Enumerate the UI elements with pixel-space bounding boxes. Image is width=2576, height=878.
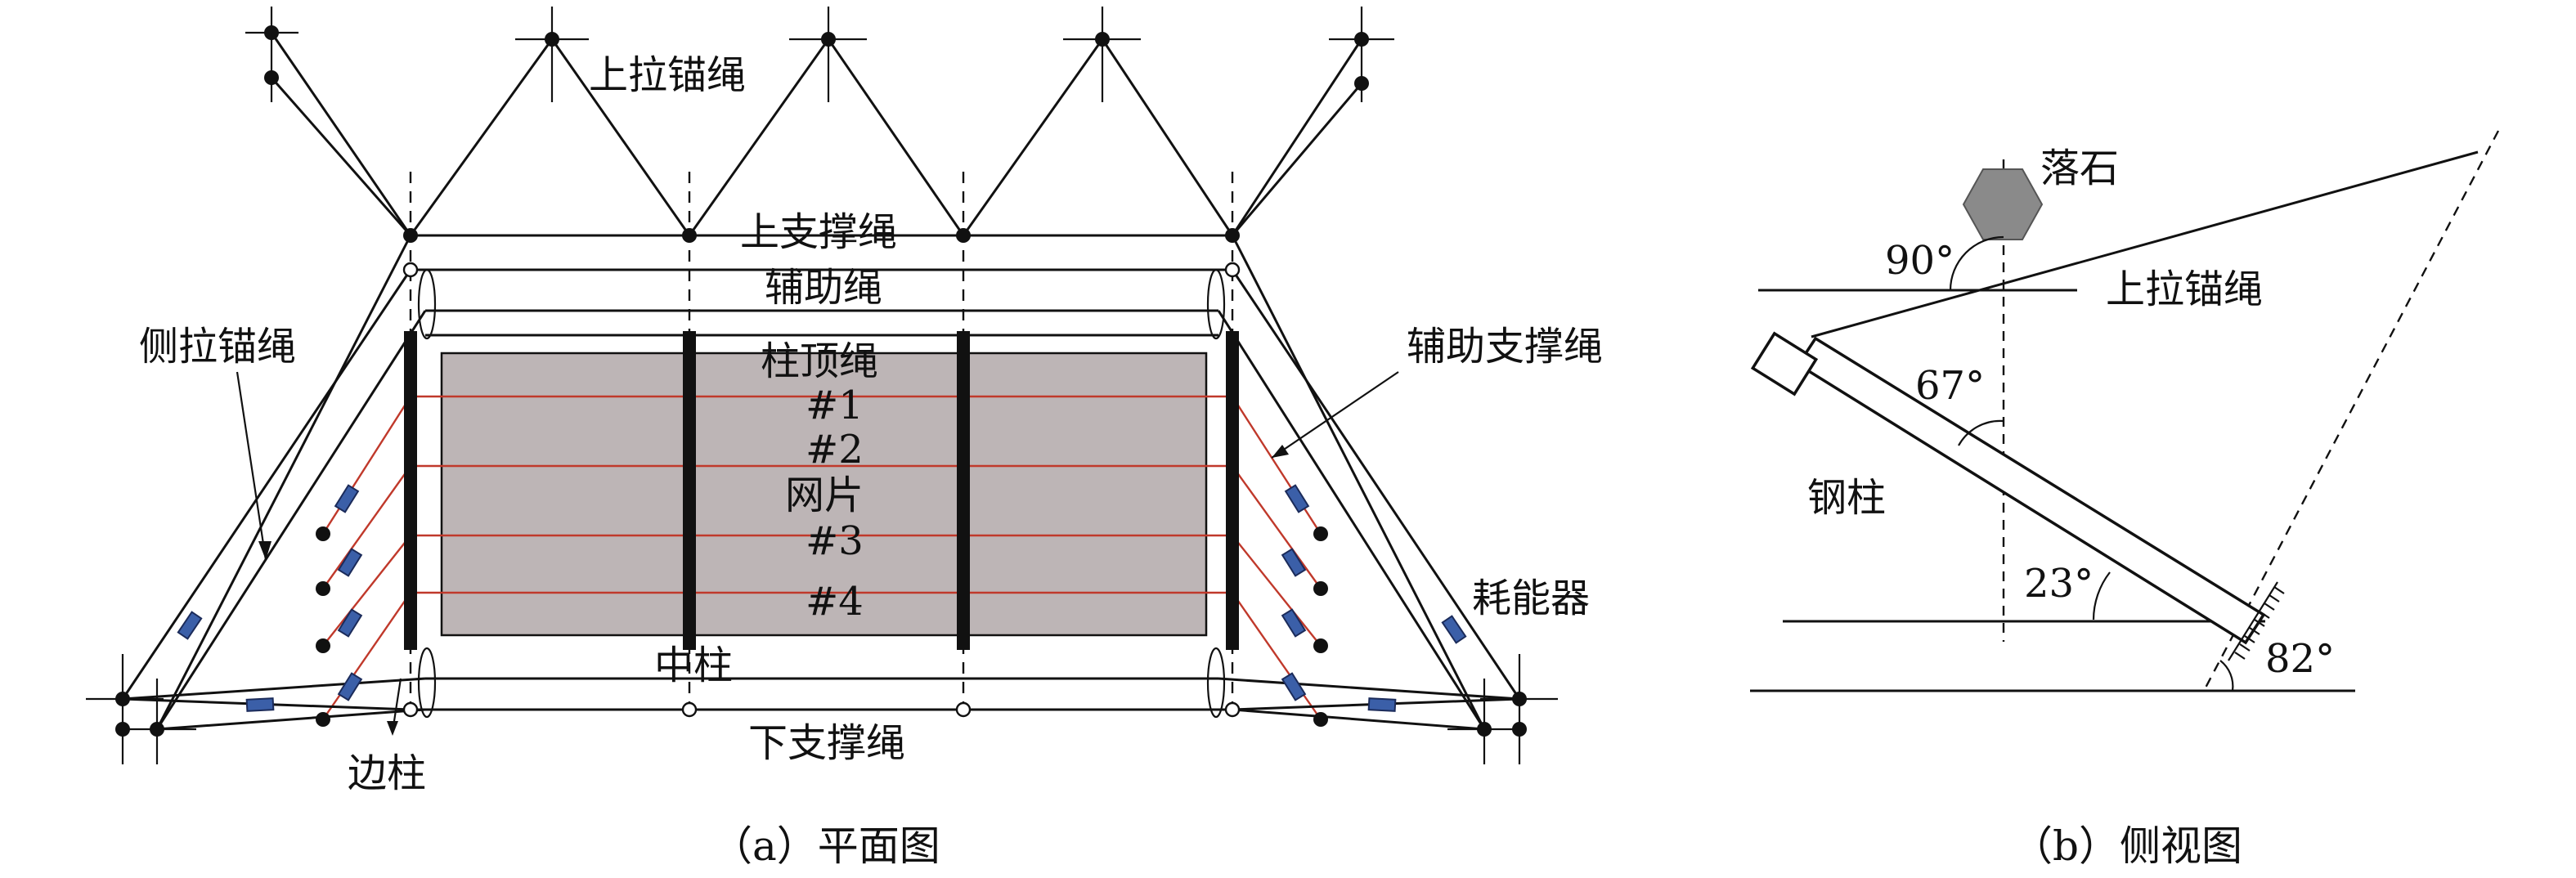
slope-line — [2202, 130, 2500, 692]
leader-lines — [236, 371, 1399, 736]
label-upper-support-rope: 上支撑绳 — [740, 209, 897, 255]
caption-plan-view: （a）平面图 — [711, 822, 940, 870]
label-rope-4: #4 — [806, 579, 864, 625]
rope-rings — [417, 268, 1226, 719]
label-side-column: 边柱 — [348, 750, 426, 796]
label-side-anchor-rope: 侧拉锚绳 — [139, 324, 296, 370]
side-upper-anchor-rope — [1811, 150, 2479, 338]
label-lower-support-rope: 下支撑绳 — [748, 720, 905, 766]
label-angle-67: 67° — [1915, 363, 1985, 409]
label-column-top-rope: 柱顶绳 — [761, 338, 878, 384]
label-upper-anchor-rope: 上拉锚绳 — [589, 52, 746, 98]
label-net: 网片 — [785, 473, 864, 518]
label-angle-82: 82° — [2265, 636, 2335, 682]
label-falling-rock: 落石 — [2040, 146, 2119, 191]
label-angle-90: 90° — [1885, 238, 1954, 284]
bottom-anchors — [86, 654, 1558, 764]
label-steel-column: 钢柱 — [1807, 475, 1886, 521]
label-angle-23: 23° — [2024, 561, 2094, 607]
label-rope-1: #1 — [806, 383, 864, 428]
label-middle-column: 中柱 — [654, 643, 733, 688]
angle-arcs — [1949, 235, 2234, 692]
label-rope-3: #3 — [806, 518, 864, 564]
label-aux-rope: 辅助绳 — [765, 265, 882, 311]
side-view: 落石 90° 上拉锚绳 67° 钢柱 23° 82° （b）侧视图 — [1750, 130, 2500, 870]
label-energy-dissipator: 耗能器 — [1472, 576, 1590, 621]
plan-labels: 上拉锚绳 上支撑绳 辅助绳 柱顶绳 #1 #2 网片 #3 #4 中柱 下支撑绳… — [139, 52, 1603, 870]
columns — [404, 331, 1239, 650]
support-ropes — [411, 234, 1232, 711]
net-rope-anchors — [316, 526, 1328, 727]
steel-column — [1750, 331, 2285, 661]
energy-dissipators — [177, 484, 1467, 712]
reference-lines — [1750, 289, 2355, 692]
net-panel — [440, 352, 1208, 637]
upper-anchor-ropes — [270, 32, 1363, 238]
label-rope-2: #2 — [806, 427, 864, 473]
caption-side-view: （b）侧视图 — [2012, 822, 2242, 870]
label-aux-support-rope: 辅助支撑绳 — [1407, 324, 1603, 370]
top-anchors — [245, 7, 1394, 102]
label-side-upper-anchor: 上拉锚绳 — [2106, 267, 2263, 312]
side-labels: 落石 90° 上拉锚绳 67° 钢柱 23° 82° （b）侧视图 — [1807, 146, 2335, 870]
net-ropes — [321, 395, 1322, 720]
rope-nodes — [402, 228, 1241, 718]
plan-view: 上拉锚绳 上支撑绳 辅助绳 柱顶绳 #1 #2 网片 #3 #4 中柱 下支撑绳… — [86, 7, 1603, 870]
falling-rock — [1962, 168, 2044, 240]
